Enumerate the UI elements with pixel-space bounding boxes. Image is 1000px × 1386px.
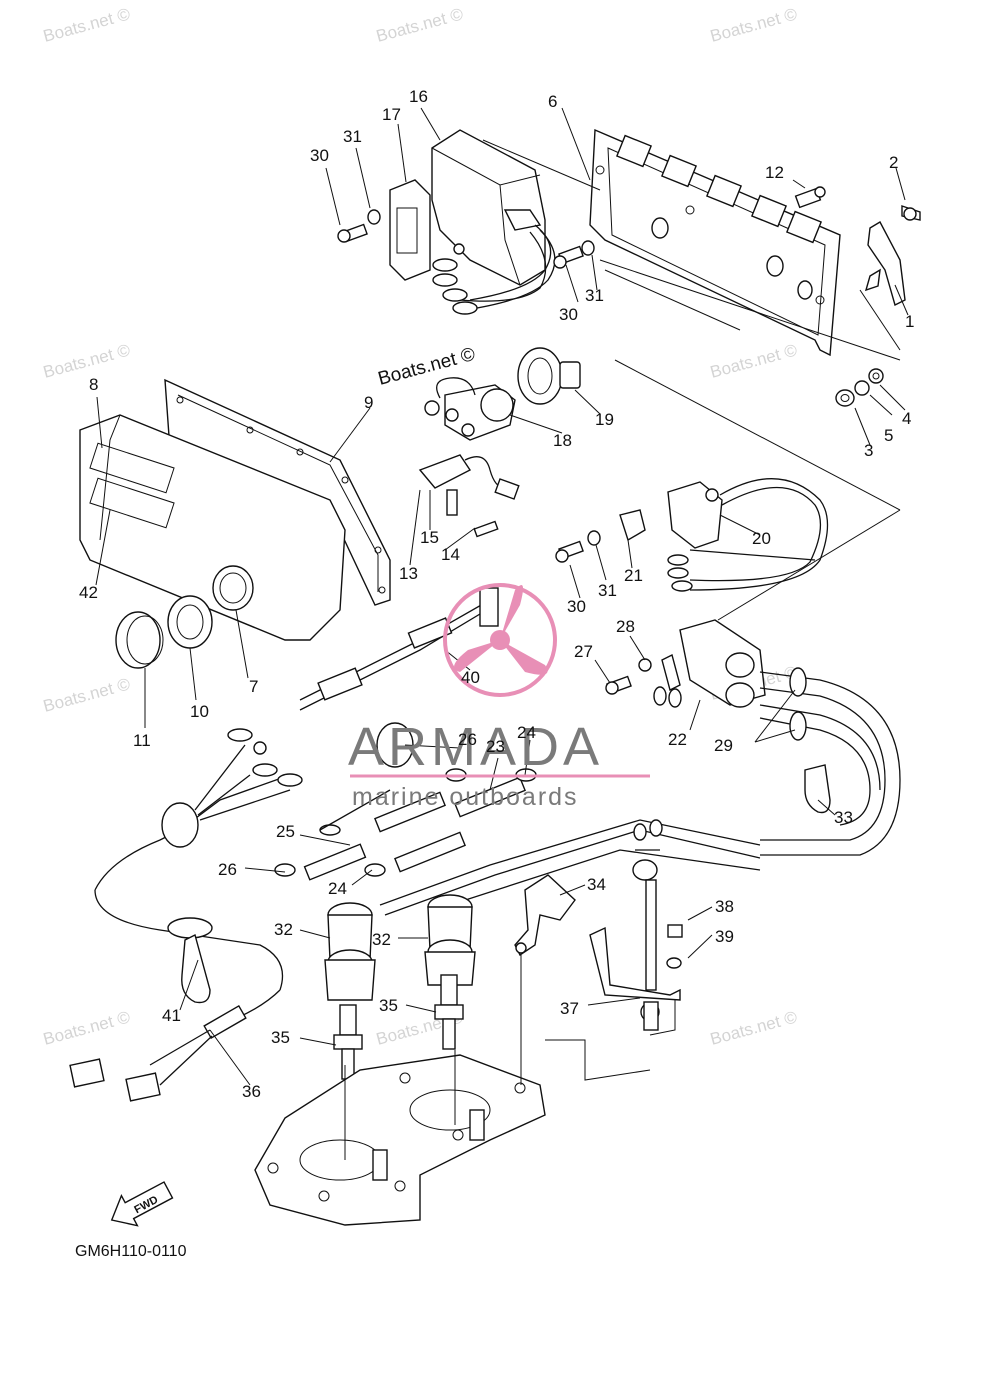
cylinder-head (254, 1054, 546, 1226)
part-label: 31 (343, 127, 362, 146)
part-label: 28 (616, 617, 635, 636)
watermark: Boats.net © (708, 4, 799, 46)
relay-19 (517, 347, 581, 405)
part-labels: 16 17 31 30 6 12 2 1 30 31 19 18 4 5 3 8… (79, 87, 914, 1101)
part-label: 17 (382, 105, 401, 124)
part-label: 18 (553, 431, 572, 450)
part-label: 32 (274, 920, 293, 939)
clip-part-1 (864, 205, 921, 307)
part-label: 35 (271, 1028, 290, 1047)
part-label: 27 (574, 642, 593, 661)
cap-11 (115, 611, 164, 669)
part-label: 38 (715, 897, 734, 916)
electrical-cover-8 (79, 414, 346, 641)
bolt-12 (794, 186, 826, 209)
brand-tagline: marine outboards (352, 783, 579, 811)
part-label: 15 (420, 528, 439, 547)
screw-30-top (337, 209, 595, 269)
part-label: 31 (585, 286, 604, 305)
part-label: 26 (458, 730, 477, 749)
armada-logo: ARMADA marine outboards (348, 583, 650, 811)
part-label: 14 (441, 545, 460, 564)
watermark: Boats.net © (41, 1007, 132, 1049)
part-label: 25 (276, 822, 295, 841)
fuse-holder-13 (418, 454, 520, 538)
part-label: 13 (399, 564, 418, 583)
part-label: 24 (328, 879, 347, 898)
part-label: 21 (624, 566, 643, 585)
watermark: Boats.net © (708, 340, 799, 382)
part-label: 11 (133, 731, 151, 750)
part-label: 32 (372, 930, 391, 949)
part-label: 16 (409, 87, 428, 106)
part-label: 8 (89, 375, 98, 394)
diagram-code: GM6H110-0110 (75, 1243, 187, 1260)
part-label: 36 (242, 1082, 261, 1101)
watermark: Boats.net © (41, 4, 132, 46)
part-label: 5 (884, 426, 893, 445)
part-label: 30 (310, 146, 329, 165)
cdi-unit-16 (389, 129, 556, 315)
watermark: Boats.net © (708, 1007, 799, 1049)
part-label: 23 (486, 737, 505, 756)
part-label: 33 (834, 808, 853, 827)
part-label: 6 (548, 92, 557, 111)
part-label: 31 (598, 581, 617, 600)
part-label: 41 (162, 1006, 181, 1025)
part-label: 20 (752, 529, 771, 548)
part-label: 35 (379, 996, 398, 1015)
reference-lines (344, 139, 901, 1160)
fwd-arrow-icon: FWD (110, 1181, 174, 1227)
part-label: 42 (79, 583, 98, 602)
brand-name: ARMADA (348, 717, 603, 777)
washers-3-4-5 (835, 368, 884, 407)
part-label: 3 (864, 441, 873, 460)
watermark-dark: Boats.net © (376, 344, 478, 390)
part-label: 30 (559, 305, 578, 324)
part-label: 22 (668, 730, 687, 749)
part-label: 1 (905, 312, 914, 331)
part-label: 4 (902, 409, 911, 428)
ignition-coil-22 (605, 619, 901, 856)
grommet-10 (167, 595, 213, 649)
part-label: 19 (595, 410, 614, 429)
bracket-34 (514, 874, 576, 957)
watermark: Boats.net © (41, 674, 132, 716)
tubes-23-25 (274, 764, 831, 881)
watermark: Boats.net © (374, 4, 465, 46)
part-label: 29 (714, 736, 733, 755)
part-label: 7 (249, 677, 258, 696)
watermark: Boats.net © (41, 340, 132, 382)
part-label: 24 (517, 723, 536, 742)
part-label: 2 (889, 153, 898, 172)
cover-bracket-6 (589, 128, 841, 357)
part-label: 37 (560, 999, 579, 1018)
part-label: 39 (715, 927, 734, 946)
ignition-coil-20 (555, 478, 829, 592)
spark-plug-cap-32 (324, 819, 761, 1001)
part-label: 30 (567, 597, 586, 616)
part-label: 26 (218, 860, 237, 879)
part-label: 34 (587, 875, 606, 894)
spark-plug-35 (333, 974, 464, 1080)
sensor-37 (589, 819, 683, 1031)
part-label: 40 (461, 668, 480, 687)
harness-36 (69, 989, 281, 1102)
part-label: 10 (190, 702, 209, 721)
starter-relay-18 (424, 377, 516, 441)
part-label: 9 (364, 393, 373, 412)
part-label: 12 (765, 163, 784, 182)
